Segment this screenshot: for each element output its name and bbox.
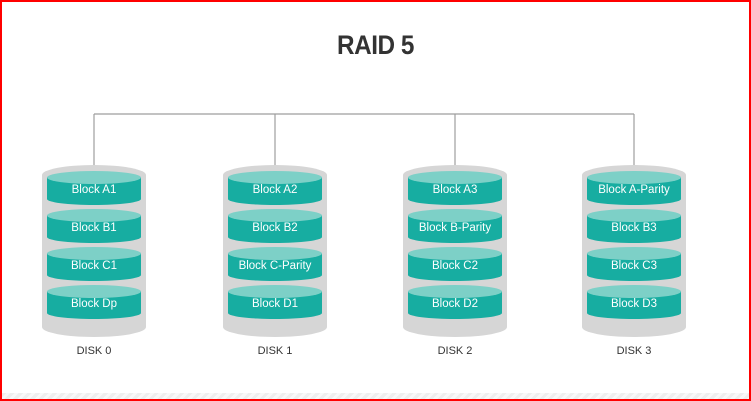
block-label: Block B1 — [71, 222, 117, 234]
block-b2: Block B2 — [228, 209, 322, 243]
disk-container: Block A-Parity Block B3 Block C3 Block D… — [582, 165, 686, 337]
block-c1: Block C1 — [47, 247, 141, 281]
bottom-hatch-strip — [2, 393, 749, 399]
block-label: Block A1 — [71, 184, 117, 196]
block-label: Block C2 — [431, 260, 479, 272]
disk-label: DISK 2 — [437, 345, 473, 357]
disk-container: Block A3 Block B-Parity Block C2 Block D… — [403, 165, 507, 337]
block-dp: Block Dp — [47, 285, 141, 319]
block-a2: Block A2 — [228, 171, 322, 205]
disk-container: Block A2 Block B2 Block C-Parity Block D… — [223, 165, 327, 337]
block-label: Block D2 — [431, 298, 479, 310]
block-label: Block B-Parity — [418, 222, 492, 234]
disk-0: Block A1 Block B1 Block C1 Block Dp DISK… — [42, 165, 146, 357]
block-label: Block Dp — [70, 298, 118, 310]
block-label: Block A3 — [432, 184, 478, 196]
block-a-parity: Block A-Parity — [587, 171, 681, 205]
block-c2: Block C2 — [408, 247, 502, 281]
block-b1: Block B1 — [47, 209, 141, 243]
block-label: Block C1 — [70, 260, 118, 272]
block-label: Block D1 — [251, 298, 299, 310]
disk-label: DISK 1 — [257, 345, 293, 357]
block-a1: Block A1 — [47, 171, 141, 205]
block-b3: Block B3 — [587, 209, 681, 243]
block-d3: Block D3 — [587, 285, 681, 319]
diagram-title: RAID 5 — [337, 30, 414, 60]
disk-3: Block A-Parity Block B3 Block C3 Block D… — [582, 165, 686, 357]
block-label: Block D3 — [610, 298, 658, 310]
block-label: Block B3 — [611, 222, 657, 234]
block-label: Block C-Parity — [238, 260, 312, 272]
disk-1: Block A2 Block B2 Block C-Parity Block D… — [223, 165, 327, 357]
block-c-parity: Block C-Parity — [228, 247, 322, 281]
block-c3: Block C3 — [587, 247, 681, 281]
block-label: Block A-Parity — [598, 184, 670, 196]
block-a3: Block A3 — [408, 171, 502, 205]
disk-label: DISK 3 — [616, 345, 652, 357]
disk-container: Block A1 Block B1 Block C1 Block Dp — [42, 165, 146, 337]
disk-2: Block A3 Block B-Parity Block C2 Block D… — [403, 165, 507, 357]
block-label: Block C3 — [610, 260, 658, 272]
block-d1: Block D1 — [228, 285, 322, 319]
block-b-parity: Block B-Parity — [408, 209, 502, 243]
disk-label: DISK 0 — [76, 345, 112, 357]
block-d2: Block D2 — [408, 285, 502, 319]
block-label: Block A2 — [252, 184, 298, 196]
block-label: Block B2 — [252, 222, 298, 234]
